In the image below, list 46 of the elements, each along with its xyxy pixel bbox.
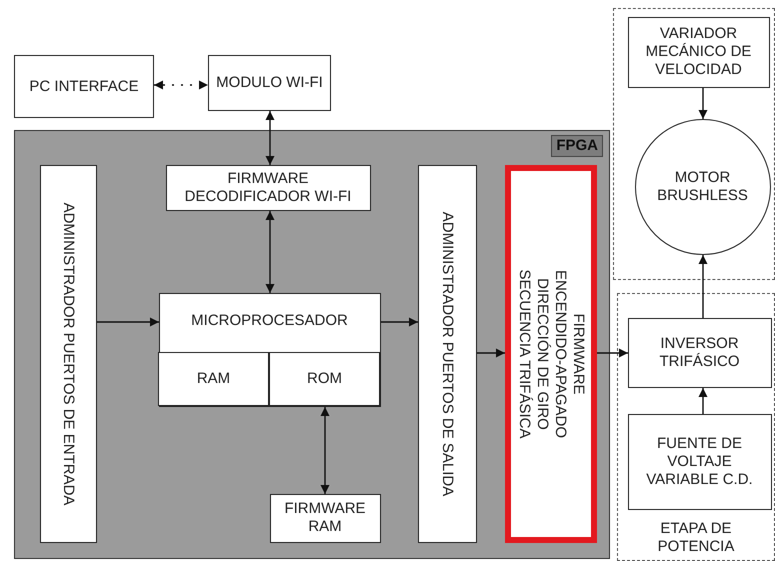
node-label: RAM — [196, 370, 230, 388]
arrow — [698, 388, 708, 414]
memory-box — [269, 352, 380, 406]
process-box — [14, 55, 154, 118]
node-label: INVERSOR TRIFÁSICO — [658, 334, 740, 370]
node-label: ENCENDIDO-APAGADO — [551, 269, 568, 438]
process-box — [270, 494, 380, 542]
board-label: FPGA — [551, 135, 603, 157]
arrow — [597, 348, 628, 358]
node-label: VARIADOR MECÁNICO DE VELOCIDAD — [644, 25, 752, 79]
node-label: DIRECCIÓN DE GIRO — [533, 276, 550, 432]
arrow — [477, 348, 505, 358]
arrow — [381, 318, 418, 326]
arrow — [266, 111, 274, 165]
process-box — [628, 414, 772, 510]
node-label: FIRMWARE RAM — [283, 500, 367, 536]
node-label: ADMINISTRADOR PUERTOS DE SALIDA — [438, 211, 456, 496]
node-label: FIRMWARE — [568, 312, 586, 396]
node-label: ADMINISTRADOR PUERTOS DE ENTRADA — [59, 202, 77, 505]
highlighted-box — [504, 164, 596, 542]
process-box — [628, 318, 772, 388]
memory-box — [158, 352, 269, 406]
dashed-group — [613, 8, 775, 280]
node-label: MODULO WI-FI — [215, 74, 324, 92]
arrow — [154, 80, 208, 90]
arrow — [698, 88, 708, 119]
node-label: FIRMWARE DECODIFICADOR WI-FI — [184, 170, 352, 206]
node-label: FUENTE DE VOLTAJE VARIABLE C.D. — [645, 434, 754, 488]
node-label: MICROPROCESADOR — [191, 312, 348, 330]
process-box — [418, 164, 476, 542]
dashed-group — [617, 293, 775, 561]
group-label: ETAPA DE POTENCIA — [656, 520, 736, 556]
node-label: PC INTERFACE — [28, 78, 140, 96]
process-box — [166, 164, 370, 210]
node-label: ROM — [307, 370, 342, 388]
arrow — [97, 318, 159, 326]
arrow — [320, 407, 330, 494]
process-box — [40, 164, 96, 542]
process-box — [208, 55, 331, 111]
node-label: SECUENCIA TRIFÁSICA — [514, 269, 532, 438]
process-box — [628, 16, 770, 88]
fpga-board-panel — [14, 130, 610, 559]
processor-box — [158, 292, 380, 406]
node-label: MOTOR BRUSHLESS — [656, 168, 749, 204]
arrow — [698, 255, 708, 318]
arrow — [266, 211, 274, 293]
